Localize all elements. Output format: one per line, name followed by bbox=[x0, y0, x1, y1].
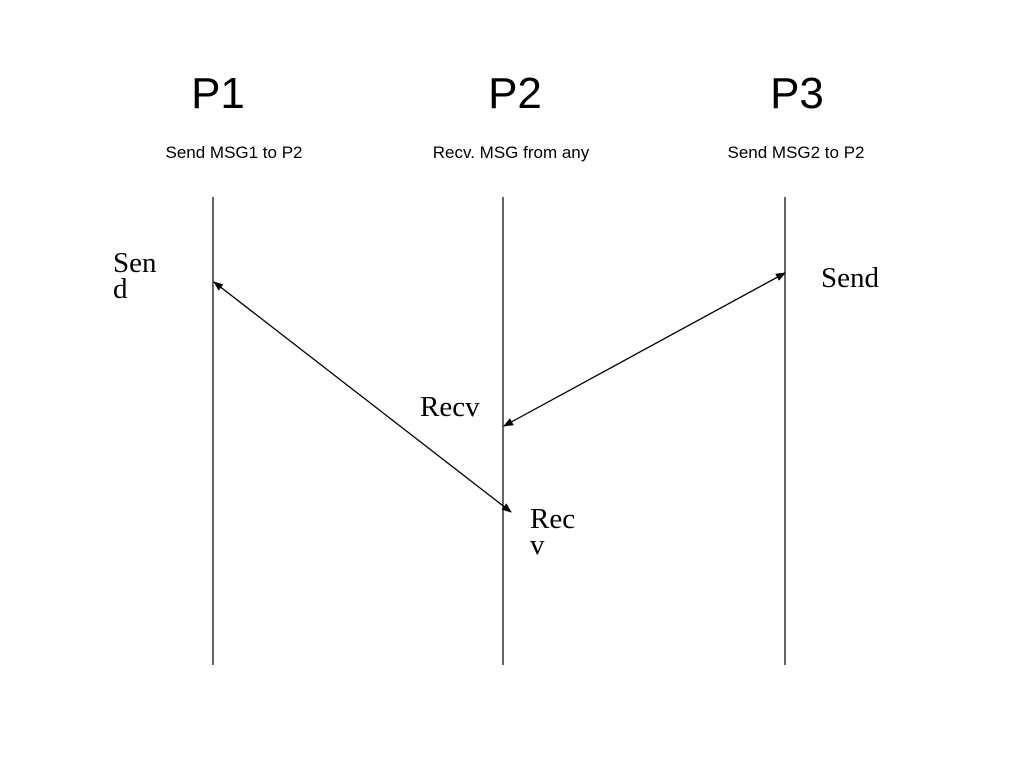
p2-recv-label-second: Rec v bbox=[530, 503, 576, 561]
p1-title: P1 bbox=[191, 69, 245, 118]
p3-send-label: Send bbox=[821, 262, 879, 294]
p2-recv-label-first: Recv bbox=[420, 391, 480, 423]
msg2-arrow bbox=[503, 272, 786, 427]
p3-caption: Send MSG2 to P2 bbox=[727, 143, 865, 162]
p1-caption: Send MSG1 to P2 bbox=[165, 143, 303, 162]
p3-title: P3 bbox=[770, 69, 824, 118]
p2-title: P2 bbox=[488, 69, 542, 118]
p1-send-label-line2: d bbox=[113, 273, 128, 305]
p2-recv-label-second-line2: v bbox=[530, 529, 545, 561]
p2-recv-label-second-line1: Rec bbox=[530, 503, 576, 535]
p1-send-label-line1: Sen bbox=[113, 247, 157, 279]
p1-send-label: Sen d bbox=[113, 247, 157, 305]
msg1-arrow bbox=[213, 281, 512, 513]
p2-caption: Recv. MSG from any bbox=[432, 143, 590, 162]
